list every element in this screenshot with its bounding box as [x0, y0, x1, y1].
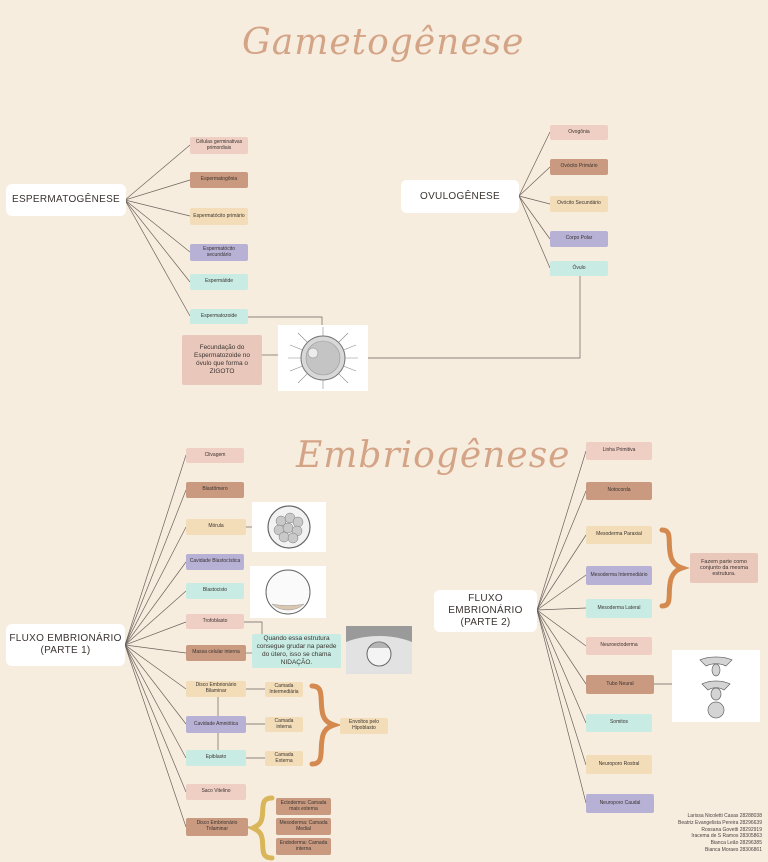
fluxo1-item: Mórula	[186, 519, 246, 535]
fluxo2-item: Neuroporo Rostral	[586, 755, 652, 774]
fluxo1-item: Cavidade Amniótica	[186, 716, 246, 733]
ovulogenese-item: Ovócito Secundário	[550, 196, 608, 212]
fluxo1-item: Massa celular interna	[186, 645, 246, 661]
espermatogenese-item: Espermatócito secundário	[190, 244, 248, 261]
trilaminar-item: Ectoderma: Camada mais externa	[276, 798, 331, 815]
fluxo1-item: Cavidade Blastocística	[186, 554, 244, 570]
fluxo2-item: Mesoderma Intermediário	[586, 566, 652, 585]
credits: Larissa Nicoletti Casas 28288038 Beatriz…	[628, 813, 768, 854]
fluxo2-item: Neuroectoderma	[586, 637, 652, 655]
fluxo1-item: Epiblasto	[186, 750, 246, 766]
espermatogenese-item: Células germinativas primordiais	[190, 137, 248, 154]
camada-item: Camada Externa	[265, 751, 303, 766]
fluxo2-item: Somitos	[586, 714, 652, 732]
nidacao-image	[346, 626, 412, 674]
credit-line: Beatriz Evangelista Pereira 28296639	[678, 819, 762, 826]
fluxo2-hub: FLUXO EMBRIONÁRIO (PARTE 2)	[434, 590, 537, 632]
espermatogenese-item: Espermatozoide	[190, 309, 248, 324]
fecundacao-box: Fecundação do Espermatozoide no óvulo qu…	[182, 335, 262, 385]
camada-item: Camada interna	[265, 717, 303, 732]
fluxo2-item: Linha Primitiva	[586, 442, 652, 460]
mesoderma-note: Fazem parte como conjunto da mesma estru…	[690, 553, 758, 583]
tubo-neural-image	[672, 650, 760, 722]
brace-camadas	[309, 683, 342, 767]
fluxo1-item: Blastômero	[186, 482, 244, 498]
ovulogenese-item: Óvulo	[550, 261, 608, 276]
espermatogenese-hub: ESPERMATOGÊNESE	[6, 184, 126, 216]
espermatogenese-item: Espermatogônia	[190, 172, 248, 188]
morula-illustration	[267, 505, 311, 549]
title-embriogenese: Embriogênese	[296, 435, 571, 476]
title-gametogenese: Gametogênese	[242, 22, 525, 63]
trilaminar-item: Endoderma: Camada interna	[276, 838, 331, 855]
fluxo1-item: Blastocisto	[186, 583, 244, 599]
nidacao-note: Quando essa estrutura consegue grudar na…	[252, 634, 341, 668]
fluxo1-item: Saco Vitelino	[186, 784, 246, 800]
fluxo2-item: Notocorda	[586, 482, 652, 500]
credit-line: Bianca Leão 28296385	[710, 840, 762, 846]
fluxo1-item: Disco Embrionário Trilaminar	[186, 818, 248, 836]
credit-line: Rossana Govetti 28292919	[701, 826, 762, 833]
credit-line: Bianca Moraes 28306861	[705, 846, 762, 853]
morula-image	[252, 502, 326, 552]
credit-line: Iracema de S Ramos 28305863	[691, 833, 762, 840]
ovulogenese-hub: OVULOGÊNESE	[401, 180, 519, 213]
brace-trilaminar	[247, 795, 275, 861]
fluxo1-item: Clivagem	[186, 448, 244, 463]
nidacao-illustration	[346, 626, 412, 674]
tubo-neural-illustration	[699, 656, 733, 719]
fluxo2-item: Mesoderma Lateral	[586, 599, 652, 618]
fluxo2-item: Tubo Neural	[586, 675, 654, 694]
ovulogenese-item: Ovócito Primário	[550, 159, 608, 175]
blastocisto-illustration	[265, 569, 311, 615]
espermatogenese-item: Espermátide	[190, 274, 248, 290]
zygote-illustration	[288, 327, 358, 389]
fluxo2-item: Mesoderma Paraxial	[586, 526, 652, 544]
trilaminar-item: Mesoderma: Camada Medial	[276, 818, 331, 835]
fluxo1-item: Disco Embrionário Bilaminar	[186, 681, 246, 697]
credit-line: Larissa Nicoletti Casas 28288038	[687, 813, 763, 819]
camada-item: Camada Intermediária	[265, 682, 303, 697]
zygote-image	[278, 325, 368, 391]
fluxo2-item: Neuroporo Caudal	[586, 794, 654, 813]
fluxo1-item: Trofoblasto	[186, 614, 244, 629]
brace-mesoderma	[659, 527, 690, 609]
espermatogenese-item: Espermatócito primário	[190, 208, 248, 225]
blastocisto-image	[250, 566, 326, 618]
ovulogenese-item: Corpo Polar	[550, 231, 608, 247]
ovulogenese-item: Ovogônia	[550, 125, 608, 140]
fluxo1-hub: FLUXO EMBRIONÁRIO (PARTE 1)	[6, 624, 125, 666]
envoltos-hipoblasto: Envoltos pelo Hipoblasto	[340, 718, 388, 734]
